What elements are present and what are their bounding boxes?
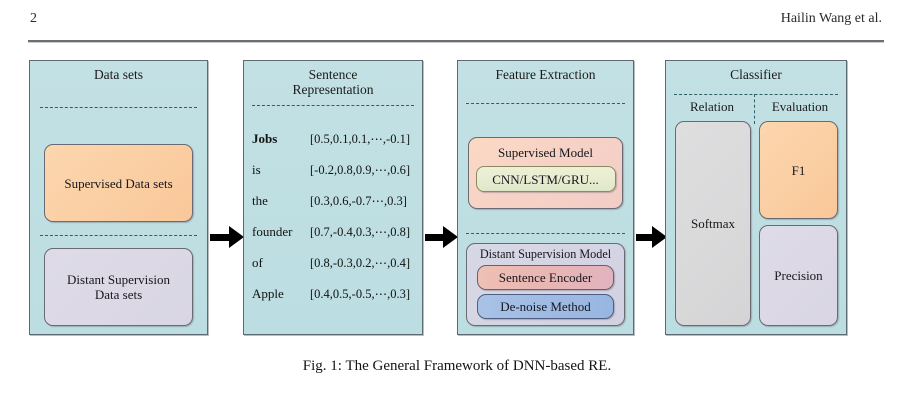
arrow-feature-to-classifier: [636, 226, 667, 248]
box-distant-supervision-model-label: Distant Supervision Model: [479, 247, 612, 261]
panel-sentence-representation-title-line1: Sentence: [308, 67, 358, 82]
box-distant-supervision-data-sets-label-line1: Distant Supervision: [67, 272, 170, 287]
feature-extraction-divider-top: [466, 103, 625, 104]
sentence-row: the [0.3,0.6,-0.7⋯,0.3]: [252, 193, 416, 224]
data-sets-divider-bottom: [40, 235, 197, 236]
box-distant-supervision-data-sets[interactable]: Distant Supervision Data sets: [44, 248, 193, 326]
sentence-row-vector: [0.8,-0.3,0.2,⋯,0.4]: [310, 256, 410, 270]
figure-caption: Fig. 1: The General Framework of DNN-bas…: [302, 358, 612, 374]
sentence-row: founder [0.7,-0.4,0.3,⋯,0.8]: [252, 224, 416, 255]
sentence-row: Apple [0.4,0.5,-0.5,⋯,0.3]: [252, 286, 416, 317]
sentence-row-vector: [0.4,0.5,-0.5,⋯,0.3]: [310, 287, 410, 301]
box-precision-label: Precision: [774, 268, 823, 283]
box-sentence-encoder-label: Sentence Encoder: [498, 270, 593, 285]
sentence-row-word: of: [252, 255, 263, 270]
box-distant-supervision-data-sets-label-line2: Data sets: [94, 287, 143, 302]
box-supervised-data-sets-label: Supervised Data sets: [64, 175, 173, 191]
classifier-divider: [674, 94, 838, 95]
box-de-noise-method[interactable]: De-noise Method: [477, 294, 614, 319]
sentence-representation-rows: Jobs [0.5,0.1,0.1,⋯,-0.1] is [-0.2,0.8,0…: [252, 131, 416, 317]
panel-sentence-representation: Sentence Representation Jobs [0.5,0.1,0.…: [243, 60, 423, 335]
data-sets-divider-top: [40, 107, 197, 108]
arrow-datasets-to-sentence: [210, 226, 244, 248]
sentence-row-word: Jobs: [252, 131, 278, 146]
sentence-representation-divider: [252, 105, 414, 106]
page-number: 2: [30, 11, 37, 26]
classifier-column-divider: [754, 94, 755, 124]
box-cnn-lstm-gru-label: CNN/LSTM/GRU...: [492, 171, 599, 187]
panel-classifier: Classifier Relation Evaluation Softmax F…: [665, 60, 847, 335]
panel-classifier-title: Classifier: [730, 67, 782, 82]
panel-sentence-representation-title: Sentence Representation: [244, 67, 422, 97]
box-f1[interactable]: F1: [759, 121, 838, 219]
sentence-row-word: founder: [252, 224, 293, 239]
sentence-row-vector: [-0.2,0.8,0.9,⋯,0.6]: [310, 163, 410, 177]
sentence-row: Jobs [0.5,0.1,0.1,⋯,-0.1]: [252, 131, 416, 162]
box-softmax[interactable]: Softmax: [675, 121, 751, 326]
sentence-row-word: Apple: [252, 286, 284, 301]
sentence-row-vector: [0.3,0.6,-0.7⋯,0.3]: [310, 194, 407, 208]
box-supervised-model-label: Supervised Model: [498, 145, 593, 160]
box-precision[interactable]: Precision: [759, 225, 838, 326]
box-supervised-data-sets[interactable]: Supervised Data sets: [44, 144, 193, 222]
panel-data-sets-title: Data sets: [93, 67, 144, 82]
author-running-head: Hailin Wang et al.: [780, 11, 882, 26]
sentence-row-word: is: [252, 162, 261, 177]
classifier-relation-header: Relation: [689, 99, 735, 114]
sentence-row: is [-0.2,0.8,0.9,⋯,0.6]: [252, 162, 416, 193]
panel-feature-extraction-title: Feature Extraction: [495, 67, 596, 82]
panel-sentence-representation-title-line2: Representation: [292, 82, 374, 97]
panel-data-sets: Data sets Supervised Data sets Distant S…: [29, 60, 208, 335]
classifier-evaluation-header: Evaluation: [771, 99, 829, 114]
box-supervised-model[interactable]: Supervised Model CNN/LSTM/GRU...: [468, 137, 623, 209]
box-cnn-lstm-gru[interactable]: CNN/LSTM/GRU...: [475, 166, 616, 192]
sentence-row-word: the: [252, 193, 268, 208]
feature-extraction-divider-bottom: [466, 233, 625, 234]
box-distant-supervision-model[interactable]: Distant Supervision Model Sentence Encod…: [466, 243, 625, 326]
sentence-row: of [0.8,-0.3,0.2,⋯,0.4]: [252, 255, 416, 286]
box-de-noise-method-label: De-noise Method: [500, 299, 591, 314]
box-softmax-label: Softmax: [690, 216, 736, 231]
sentence-row-vector: [0.7,-0.4,0.3,⋯,0.8]: [310, 225, 410, 239]
arrow-sentence-to-feature: [425, 226, 458, 248]
header-divider-rule: [28, 40, 884, 42]
box-sentence-encoder[interactable]: Sentence Encoder: [477, 265, 614, 290]
box-f1-label: F1: [791, 162, 806, 178]
panel-feature-extraction: Feature Extraction Supervised Model CNN/…: [457, 60, 634, 335]
running-head: 2 Hailin Wang et al.: [0, 0, 914, 46]
sentence-row-vector: [0.5,0.1,0.1,⋯,-0.1]: [310, 132, 410, 146]
